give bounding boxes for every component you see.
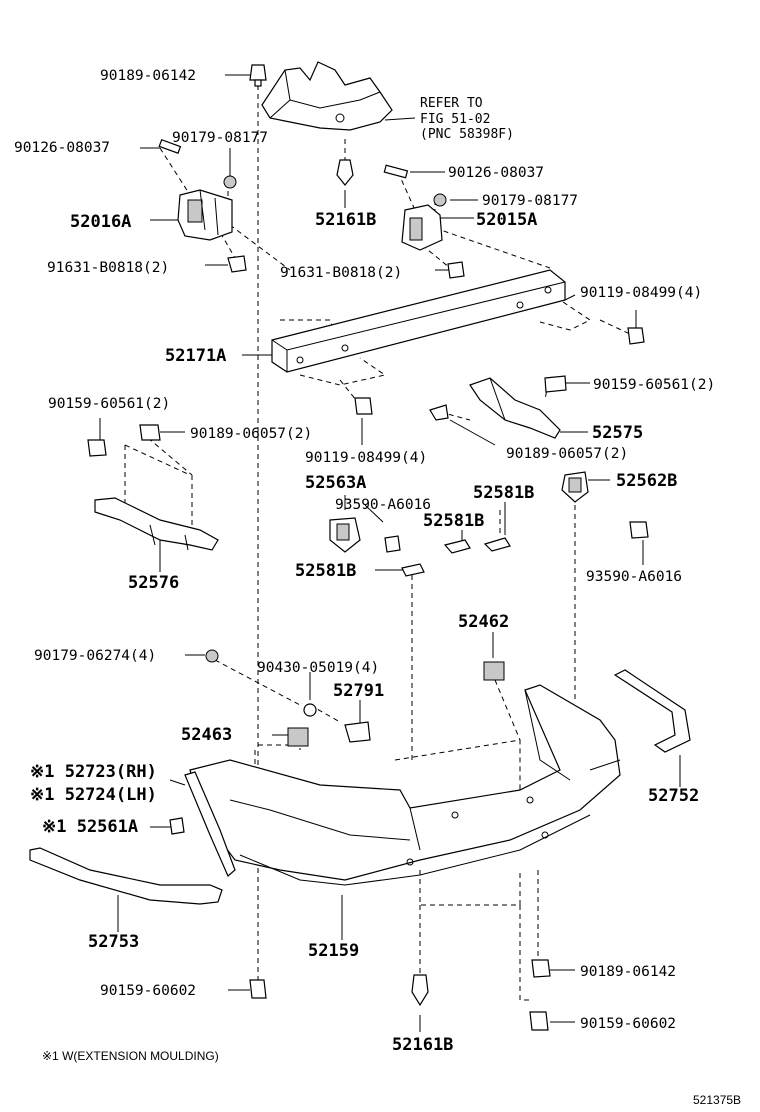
extension-moulding-52723-52724 — [184, 771, 236, 877]
clip-90189-06142-top — [249, 64, 267, 87]
washer-90430-05019 — [303, 703, 317, 717]
label-52752: 52752 — [648, 786, 699, 806]
bracket-52562B — [561, 471, 589, 503]
label-90159-60561-right: 90159-60561(2) — [593, 377, 715, 393]
label-90126-08037-right: 90126-08037 — [448, 165, 544, 181]
clip-90189-06057-left — [139, 424, 161, 441]
bracket-52563A — [329, 517, 361, 553]
label-refer-to: REFER TO — [420, 96, 483, 111]
footnote-extension-moulding: ※1 W(EXTENSION MOULDING) — [42, 1049, 219, 1063]
retainer-52575 — [469, 377, 561, 439]
label-52462: 52462 — [458, 612, 509, 632]
label-52161B-top: 52161B — [315, 210, 376, 230]
clip-52161B-bottom — [411, 974, 429, 1007]
label-52161B-bottom: 52161B — [392, 1035, 453, 1055]
pad-52462 — [483, 661, 505, 681]
label-90179-06274: 90179-06274(4) — [34, 648, 156, 664]
bolt-91631-B0818-right — [447, 261, 465, 279]
label-52576: 52576 — [128, 573, 179, 593]
label-52581B-lower: 52581B — [295, 561, 356, 581]
pad-52581B-c — [401, 563, 425, 577]
pad-52463 — [287, 727, 309, 747]
nut-90179-08177-right — [433, 193, 447, 207]
nut-90179-08177-left — [223, 175, 237, 189]
bracket-52016A — [177, 189, 233, 241]
label-91631-B0818-right: 91631-B0818(2) — [280, 265, 402, 281]
bolt-91631-B0818-left — [227, 255, 247, 273]
clip-52161B-top — [336, 159, 354, 186]
label-pnc-58398F: (PNC 58398F) — [420, 127, 514, 142]
clip-90189-06057-right — [429, 404, 449, 421]
label-52562B: 52562B — [616, 471, 677, 491]
label-90159-60561-left: 90159-60561(2) — [48, 396, 170, 412]
bolt-90159-60561-right — [544, 375, 567, 393]
label-90119-08499-right: 90119-08499(4) — [580, 285, 702, 301]
label-52463: 52463 — [181, 725, 232, 745]
label-90189-06057-left: 90189-06057(2) — [190, 426, 312, 442]
label-90159-60602-right: 90159-60602 — [580, 1016, 676, 1032]
screw-93590-A6016-left — [384, 535, 401, 553]
label-52561A: ※1 52561A — [42, 817, 138, 837]
moulding-52752 — [613, 669, 691, 753]
bolt-90159-60602-left — [249, 979, 267, 999]
diagram-id: 521375B — [693, 1093, 741, 1107]
nut-90179-06274 — [205, 649, 219, 663]
label-52171A: 52171A — [165, 346, 226, 366]
label-52791: 52791 — [333, 681, 384, 701]
label-90179-08177-left: 90179-08177 — [172, 130, 268, 146]
bolt-90119-08499-right — [627, 327, 645, 345]
reinforcement-52171A — [271, 269, 566, 373]
clip-52561A — [169, 817, 185, 835]
bolt-90159-60602-right — [529, 1011, 549, 1031]
label-90430-05019: 90430-05019(4) — [257, 660, 379, 676]
bolt-90159-60561-left — [87, 439, 107, 457]
label-52563A: 52563A — [305, 473, 366, 493]
label-93590-A6016-left: 93590-A6016 — [335, 497, 431, 513]
bumper-cover-52159 — [189, 684, 621, 886]
label-52581B-mid: 52581B — [423, 511, 484, 531]
label-90119-08499-lower: 90119-08499(4) — [305, 450, 427, 466]
part-labels: 90189-06142 REFER TO FIG 51-02 (PNC 5839… — [14, 68, 741, 1107]
label-90189-06142-bottom: 90189-06142 — [580, 964, 676, 980]
label-90126-08037-left: 90126-08037 — [14, 140, 110, 156]
pad-52581B-b — [483, 537, 511, 552]
bolt-90119-08499-lower — [354, 397, 373, 415]
label-52581B-top: 52581B — [473, 483, 534, 503]
label-52159: 52159 — [308, 941, 359, 961]
label-fig-51-02: FIG 51-02 — [420, 112, 490, 127]
solid-leaders — [99, 74, 681, 1032]
label-90189-06142-top: 90189-06142 — [100, 68, 196, 84]
bracket-52015A — [401, 204, 443, 251]
screw-93590-A6016-right — [629, 521, 649, 539]
label-90159-60602-left: 90159-60602 — [100, 983, 196, 999]
label-93590-A6016-right: 93590-A6016 — [586, 569, 682, 585]
retainer-52576 — [94, 497, 219, 551]
label-52724-lh: ※1 52724(LH) — [30, 785, 157, 805]
label-52753: 52753 — [88, 932, 139, 952]
pad-52581B-a — [443, 539, 471, 554]
bolt-90126-08037-left — [158, 138, 182, 154]
label-52723-rh: ※1 52723(RH) — [30, 762, 157, 782]
label-52016A: 52016A — [70, 212, 131, 232]
under-cover-part — [261, 61, 393, 131]
label-52015A: 52015A — [476, 210, 537, 230]
bolt-90126-08037-right — [383, 164, 409, 179]
label-91631-B0818-left: 91631-B0818(2) — [47, 260, 169, 276]
label-90189-06057-right: 90189-06057(2) — [506, 446, 628, 462]
label-52575: 52575 — [592, 423, 643, 443]
clip-90189-06142-bottom — [531, 959, 551, 978]
label-90179-08177-right: 90179-08177 — [482, 193, 578, 209]
moulding-52753 — [29, 847, 223, 905]
stud-52791 — [344, 721, 371, 743]
